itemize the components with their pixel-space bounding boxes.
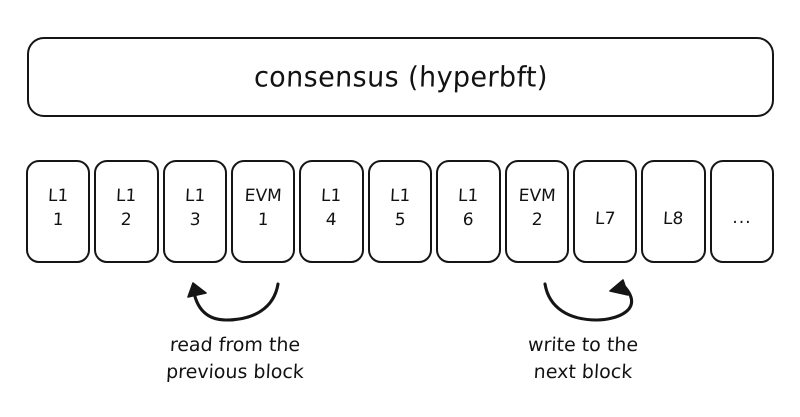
block-kind: L1 [320, 186, 343, 206]
block-kind: L1 [115, 186, 138, 206]
block-kind: EVM [517, 186, 556, 206]
block-number: 6 [462, 210, 475, 231]
block-number: 3 [188, 210, 201, 231]
consensus-label: consensus (hyperbft) [252, 60, 549, 94]
annotation-read-caption: read from the previous block [150, 332, 320, 386]
block-number: 1 [52, 210, 65, 231]
block-cell[interactable]: EVM 2 [504, 160, 569, 263]
block-cell[interactable]: ... [709, 160, 774, 263]
block-label: L8 [643, 207, 703, 231]
block-kind: EVM [244, 186, 283, 206]
block-cell[interactable]: EVM 1 [231, 160, 296, 263]
block-cell[interactable]: L8 [641, 160, 706, 263]
block-kind: L1 [47, 186, 69, 206]
block-number: 2 [120, 210, 133, 231]
annotation-write-caption-line1: write to the [527, 334, 639, 356]
block-number: 1 [257, 210, 270, 231]
annotation-write-caption-line2: next block [533, 360, 633, 383]
block-label: EVM 2 [507, 184, 567, 232]
block-number: 4 [325, 210, 338, 231]
block-kind: L8 [662, 209, 685, 229]
block-number: 5 [394, 210, 406, 231]
block-kind: ... [731, 208, 752, 228]
block-label: EVM 1 [233, 184, 293, 232]
block-kind: L1 [457, 186, 480, 206]
block-kind: L1 [389, 186, 411, 206]
annotation-read-caption-line1: read from the [169, 334, 301, 356]
annotation-write-to-next-block: write to the next block [498, 270, 668, 395]
curved-arrow-up-right-icon [543, 279, 634, 322]
block-label: L7 [575, 207, 635, 231]
annotation-read-from-previous-block: read from the previous block [150, 270, 320, 395]
block-kind: L7 [594, 209, 616, 229]
curved-arrow-up-left-icon [187, 282, 280, 322]
annotation-write-caption: write to the next block [498, 332, 668, 386]
block-cell[interactable]: L7 [572, 160, 638, 263]
block-kind: L1 [184, 186, 206, 206]
consensus-box: consensus (hyperbft) [27, 37, 774, 117]
block-label: ... [712, 206, 772, 230]
block-number: 2 [530, 210, 543, 231]
annotation-read-caption-line2: previous block [165, 360, 305, 383]
